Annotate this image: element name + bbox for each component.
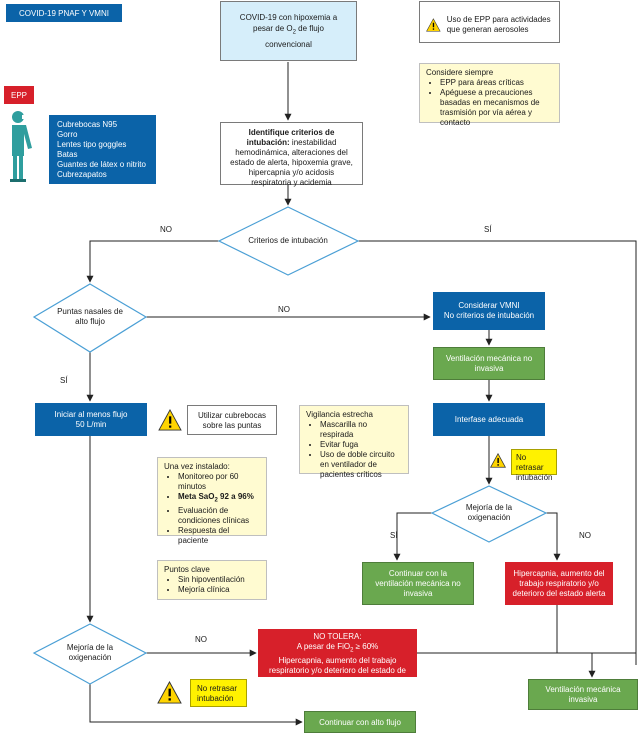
key-points-title: Puntos clave [164,565,210,574]
use-mask-note: Utilizar cubrebocas sobre las puntas [187,405,277,435]
consider-item: Apéguese a precauciones basadas en mecan… [440,88,553,128]
start-condition-box: COVID-19 con hipoxemia a pesar de O2 de … [220,1,357,61]
once-installed-item: Monitoreo por 60 minutos [178,472,260,492]
epp-aerosol-warning-text: Uso de EPP para actividades que generan … [446,15,551,34]
warning-icon [158,409,182,431]
consider-item: EPP para áreas críticas [440,78,553,88]
left-no-label: NO [195,635,207,644]
oxygenation-improvement-label-left: Mejoría de la oxigenación [66,643,114,662]
consider-vmni-line2: No criterios de intubación [443,311,535,320]
close-monitoring-item: Evitar fuga [320,440,402,450]
diamond-left-shape [32,623,148,685]
nasal-cannula-decision: Puntas nasales de alto flujo [50,305,130,329]
continue-noninvasive-text: Continuar con la ventilación mecánica no… [375,568,461,598]
epp-item: Batas [57,150,78,159]
not-tolerated-fio2: A pesar de FiO2 ≥ 60% [296,642,379,654]
right-yes-label: SÍ [390,531,398,540]
intubation-decision: Criterios de intubación [226,233,350,249]
protocol-title-badge: COVID-19 PNAF Y VMNI [6,4,122,22]
intubation-decision-label: Criterios de intubación [248,236,328,245]
hypercapnia-deterioration-text: Hipercapnia, aumento del trabajo respira… [512,568,606,598]
consider-always-title: Considere siempre [426,68,494,77]
use-mask-text: Utilizar cubrebocas sobre las puntas [197,411,267,430]
epp-item: Cubrebocas N95 [57,120,118,129]
intubation-no-label: NO [160,225,172,234]
intubation-criteria-box: Identifique criterios de intubación: ine… [220,122,363,187]
nasal-no-label: NO [278,305,290,314]
oxygenation-improvement-label-right: Mejoría de la oxigenación [465,503,513,522]
close-monitoring-item: Mascarilla no respirada [320,420,402,440]
epp-aerosol-warning-box: Uso de EPP para actividades que generan … [419,1,560,43]
continue-noninvasive-box: Continuar con la ventilación mecánica no… [362,562,474,605]
start-condition-text: COVID-19 con hipoxemia a pesar de O2 de … [239,13,338,49]
oxygenation-improvement-decision-right: Mejoría de la oxigenación [453,501,525,525]
adequate-interface-box: Interfase adecuada [433,403,545,436]
once-installed-box: Una vez instalado: Monitoreo por 60 minu… [157,457,267,545]
intubation-criteria-text: inestabilidad hemodinámica, alteraciones… [230,138,353,187]
no-delay-intubation-text-left: No retrasar intubación [197,684,238,703]
start-high-flow-text: Iniciar al menos flujo 50 L/min [54,409,128,429]
epp-item: Guantes de látex o nitrito [57,160,146,169]
oxygenation-improvement-decision-left: Mejoría de la oxigenación [54,641,126,665]
noninvasive-ventilation-text: Ventilación mecánica no invasiva [445,353,533,373]
consider-vmni-box: Considerar VMNI No criterios de intubaci… [433,292,545,330]
no-delay-intubation-note-right: No retrasar intubación [511,449,557,482]
right-no-label: NO [579,531,591,540]
once-installed-item: Evaluación de condiciones clínicas [178,506,260,526]
consider-always-box: Considere siempre EPP para áreas crítica… [419,63,560,127]
close-monitoring-box: Vigilancia estrecha Mascarilla no respir… [299,405,409,479]
warning-icon [157,681,182,704]
intubation-yes-label: SÍ [484,225,492,234]
key-points-box: Puntos clave Sin hipoventilación Mejoría… [157,560,267,600]
no-delay-intubation-note-left: No retrasar intubación [190,679,247,707]
epp-badge-text: EPP [10,90,27,100]
once-installed-item: Respuesta del paciente [178,526,260,546]
key-point-item: Sin hipoventilación [178,575,260,585]
not-tolerated-box: NO TOLERA: A pesar de FiO2 ≥ 60% Hiperca… [258,629,417,685]
no-delay-intubation-text-right: No retrasar intubación [516,453,553,482]
diamond-intubation-shape [217,206,360,276]
warning-icon [490,453,506,468]
nasal-yes-label: SÍ [60,376,68,385]
protective-equipment-person-icon [10,111,32,182]
hypercapnia-deterioration-box: Hipercapnia, aumento del trabajo respira… [505,562,613,605]
protocol-title-text: COVID-19 PNAF Y VMNI [19,8,109,18]
not-tolerated-text: Hipercapnia, aumento del trabajo respira… [269,655,406,685]
warning-icon [426,18,441,32]
once-installed-title: Una vez instalado: [164,462,230,471]
epp-item: Gorro [57,130,78,139]
start-high-flow-box: Iniciar al menos flujo 50 L/min [35,403,147,436]
intubation-criteria-heading: Identifique criterios de intubación: [246,128,335,147]
epp-badge: EPP [4,86,34,104]
continue-high-flow-text: Continuar con alto flujo [319,717,401,727]
not-tolerated-title: NO TOLERA: [313,632,362,641]
close-monitoring-item: Uso de doble circuito en ventilador de p… [320,450,402,480]
epp-item: Lentes tipo goggles [57,140,127,149]
consider-vmni-line1: Considerar VMNI [458,301,520,310]
noninvasive-ventilation-box: Ventilación mecánica no invasiva [433,347,545,380]
adequate-interface-text: Interfase adecuada [454,415,524,424]
epp-items-list: Cubrebocas N95 Gorro Lentes tipo goggles… [49,115,156,184]
key-point-item: Mejoría clínica [178,585,260,595]
invasive-ventilation-text: Ventilación mecánica invasiva [545,684,621,704]
saturation-goal-item: Meta SaO2 92 a 96% [178,492,260,506]
continue-high-flow-box: Continuar con alto flujo [304,711,416,733]
epp-item: Cubrezapatos [57,170,107,179]
invasive-ventilation-box: Ventilación mecánica invasiva [528,679,638,710]
close-monitoring-title: Vigilancia estrecha [306,410,374,419]
nasal-cannula-decision-label: Puntas nasales de alto flujo [57,307,123,326]
diamond-nasal-shape [32,283,148,353]
diamond-right-shape [430,485,548,543]
